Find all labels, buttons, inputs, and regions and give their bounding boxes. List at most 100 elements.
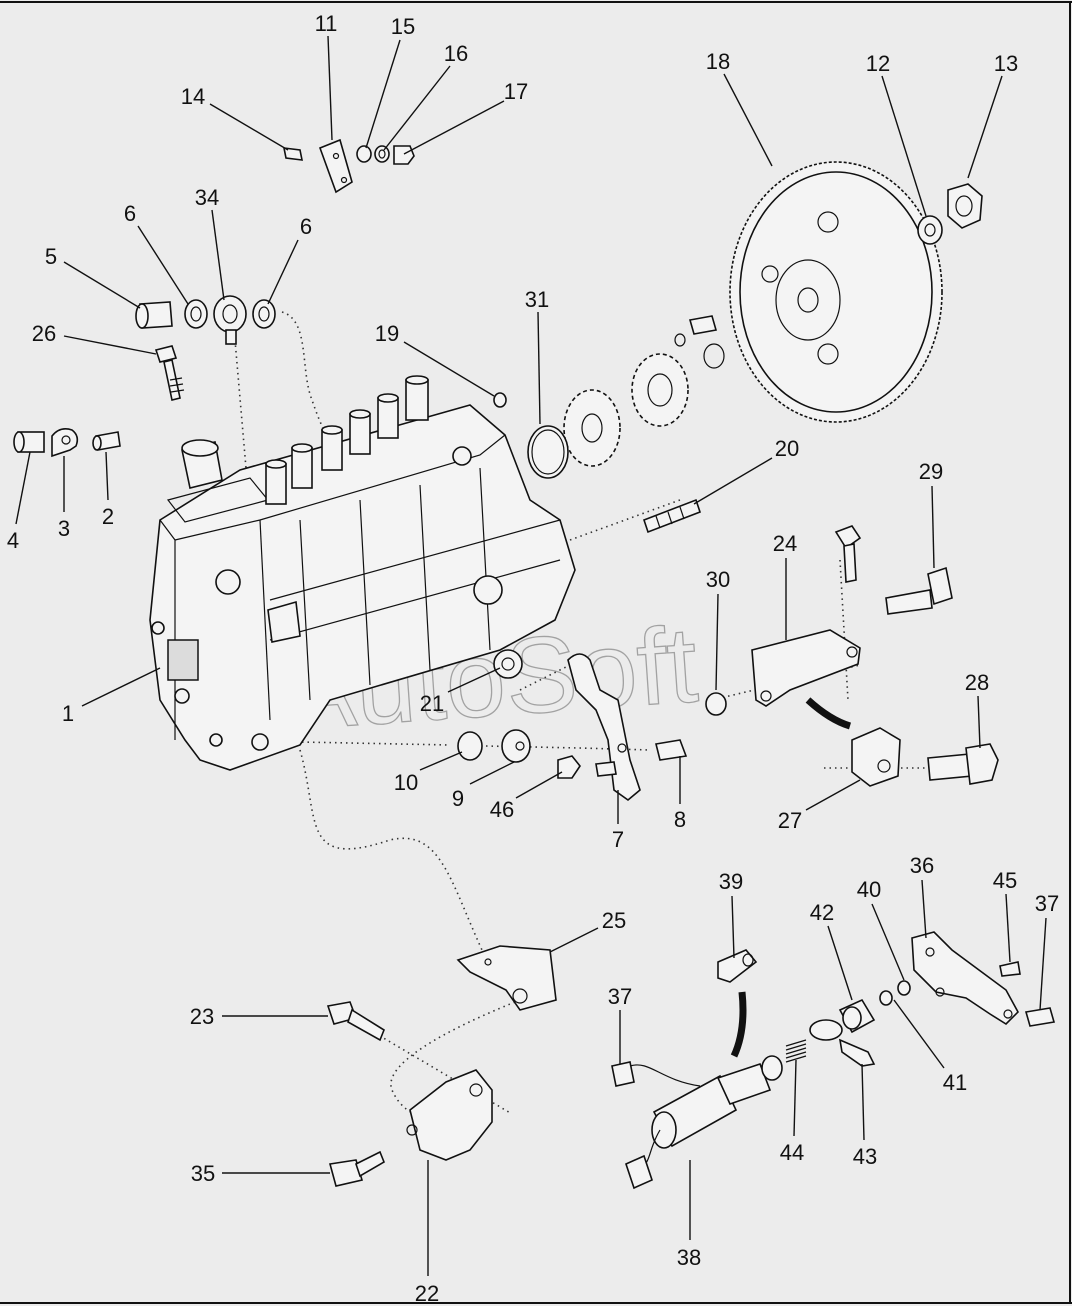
leader-line-12 xyxy=(881,75,927,217)
leader-line-2 xyxy=(105,451,109,501)
banjo-bolt-5 xyxy=(135,301,173,329)
callout-31: 31 xyxy=(525,287,549,312)
coupling-plate xyxy=(563,389,621,467)
callout-29: 29 xyxy=(919,459,943,484)
callout-15: 15 xyxy=(391,14,415,39)
spring-44 xyxy=(785,1039,807,1063)
leader-line-43 xyxy=(861,1063,865,1141)
bolt-28 xyxy=(927,743,999,785)
o-ring-19 xyxy=(493,392,507,408)
callout-27: 27 xyxy=(778,808,802,833)
leader-line-42 xyxy=(827,925,853,1001)
callout-36: 36 xyxy=(910,853,934,878)
o-ring-10 xyxy=(457,731,483,761)
plug-4 xyxy=(13,431,45,453)
leader-line-28 xyxy=(977,695,981,749)
bolt-37-right xyxy=(1024,1007,1056,1027)
bracket-36 xyxy=(911,931,1019,1026)
callout-42: 42 xyxy=(810,900,834,925)
leader-line-25 xyxy=(549,927,599,953)
nut-46 xyxy=(557,755,581,779)
callout-7: 7 xyxy=(612,827,624,852)
callout-34: 34 xyxy=(195,185,219,210)
link-strap xyxy=(730,991,747,1058)
lever-7 xyxy=(567,653,641,802)
screw-near-7 xyxy=(595,761,617,777)
callout-21: 21 xyxy=(420,691,444,716)
leader-lines xyxy=(15,35,1047,1276)
leader-line-17 xyxy=(403,100,505,155)
callout-41: 41 xyxy=(943,1070,967,1095)
leader-line-13 xyxy=(967,75,1003,179)
leader-line-41 xyxy=(893,999,945,1069)
stud-20 xyxy=(642,498,702,534)
leader-line-40 xyxy=(871,903,905,981)
callout-13: 13 xyxy=(994,51,1018,76)
callout-46: 46 xyxy=(490,797,514,822)
callout-43: 43 xyxy=(853,1144,877,1169)
callout-19: 19 xyxy=(375,321,399,346)
callout-17: 17 xyxy=(504,79,528,104)
bracket-25 xyxy=(456,945,557,1011)
bracket-11 xyxy=(318,138,353,194)
leader-line-21 xyxy=(447,667,501,693)
leader-line-4 xyxy=(15,451,31,525)
screw-45 xyxy=(999,961,1021,977)
callout-25: 25 xyxy=(602,908,626,933)
bracket-3 xyxy=(51,428,79,458)
callout-8: 8 xyxy=(674,807,686,832)
callout-5: 5 xyxy=(45,244,57,269)
callout-30: 30 xyxy=(706,567,730,592)
leader-line-6a xyxy=(137,225,189,305)
solenoid-wire xyxy=(629,1064,701,1087)
callout-2: 2 xyxy=(102,504,114,529)
drive-gear-18 xyxy=(729,161,943,423)
callout-18: 18 xyxy=(706,49,730,74)
leader-line-15 xyxy=(365,39,401,149)
bushing-42 xyxy=(838,998,876,1034)
callout-44: 44 xyxy=(780,1140,804,1165)
callout-9: 9 xyxy=(452,786,464,811)
callout-4: 4 xyxy=(7,528,19,553)
leader-line-45 xyxy=(1005,893,1011,963)
leader-line-34 xyxy=(211,209,225,301)
washer-6-right xyxy=(252,299,276,329)
callout-11: 11 xyxy=(315,11,338,36)
leader-line-29 xyxy=(931,485,935,569)
callout-16: 16 xyxy=(444,41,468,66)
callout-39: 39 xyxy=(719,869,743,894)
callout-40: 40 xyxy=(857,877,881,902)
leader-line-39 xyxy=(731,895,735,959)
bracket-22 xyxy=(406,1069,493,1161)
leader-line-9 xyxy=(469,761,515,785)
bolt-26 xyxy=(154,345,185,401)
clamp-43 xyxy=(809,1019,876,1067)
callout-26: 26 xyxy=(32,321,56,346)
callout-22: 22 xyxy=(415,1281,439,1306)
leader-line-14 xyxy=(209,103,289,151)
callout-37b: 37 xyxy=(1035,891,1059,916)
washer-6-left xyxy=(184,299,208,329)
callout-24: 24 xyxy=(773,531,797,556)
callout-37a: 37 xyxy=(608,984,632,1009)
bolt-37-left xyxy=(611,1061,635,1087)
delivery-valve-holders xyxy=(265,375,429,505)
coupling-screws xyxy=(674,315,725,369)
callout-14: 14 xyxy=(181,84,205,109)
nut-21 xyxy=(493,649,523,679)
leader-line-44 xyxy=(793,1059,797,1137)
screw-14 xyxy=(282,147,304,161)
leader-line-5 xyxy=(63,261,141,309)
callout-12: 12 xyxy=(866,51,890,76)
leader-line-26 xyxy=(63,335,157,355)
nut-13 xyxy=(947,183,983,229)
washer-16 xyxy=(374,145,390,163)
callout-20: 20 xyxy=(775,436,799,461)
leader-line-18 xyxy=(723,73,773,167)
callout-6b: 6 xyxy=(300,214,312,239)
callout-6a: 6 xyxy=(124,201,136,226)
leader-line-46 xyxy=(515,771,563,799)
callout-10: 10 xyxy=(394,770,418,795)
